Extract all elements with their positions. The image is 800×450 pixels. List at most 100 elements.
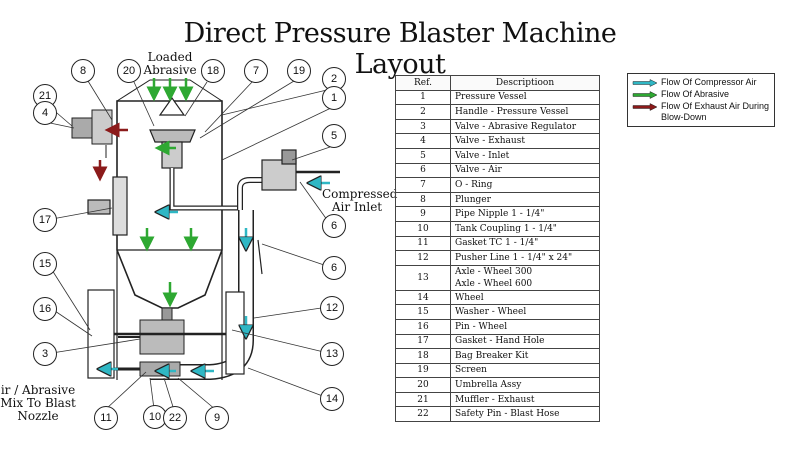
legend-label: Flow Of Abrasive [661, 89, 730, 99]
row-ref: 8 [395, 191, 451, 208]
row-ref: 10 [395, 220, 451, 237]
legend-arrow-icon [632, 91, 658, 99]
row-ref: 2 [395, 104, 451, 120]
row-ref: 7 [395, 177, 451, 193]
callout-4: 4 [33, 101, 57, 125]
callout-11: 11 [94, 406, 118, 430]
row-description: Pusher Line 1 - 1/4" x 24" [450, 250, 600, 266]
callout-19: 19 [287, 59, 311, 83]
row-description: O - Ring [450, 177, 600, 193]
row-ref: 21 [395, 391, 451, 408]
callout-14: 14 [320, 387, 344, 411]
row-description: Valve - Air [450, 162, 600, 179]
row-ref: 6 [395, 162, 451, 179]
callout-17: 17 [33, 208, 57, 232]
abrasive-flow-arrows [139, 78, 199, 308]
leader-lines [49, 80, 332, 411]
row-description: Muffler - Exhaust [450, 391, 600, 408]
legend-arrow-icon [632, 103, 658, 111]
callout-22: 22 [163, 406, 187, 430]
callout-16: 16 [33, 297, 57, 321]
row-description: Valve - Abrasive Regulator [450, 118, 600, 135]
mix-to-nozzle-label: ir / Abrasive Mix To Blast Nozzle [0, 383, 76, 423]
row-ref: 17 [395, 333, 451, 350]
row-ref: 22 [395, 406, 451, 423]
callout-5: 5 [322, 124, 346, 148]
legend-label: Flow Of Compressor Air [661, 77, 757, 87]
row-description: Handle - Pressure Vessel [450, 104, 600, 120]
row-description: Tank Coupling 1 - 1/4" [450, 220, 600, 237]
row-description: Plunger [450, 191, 600, 208]
row-ref: 19 [395, 362, 451, 379]
row-description: Pin - Wheel [450, 318, 600, 335]
callout-8: 8 [71, 59, 95, 83]
row-description: Wheel [450, 289, 600, 306]
row-description: Washer - Wheel [450, 304, 600, 320]
row-description: Axle - Wheel 300 Axle - Wheel 600 [450, 264, 600, 291]
callout-15: 15 [33, 252, 57, 276]
row-description: Pipe Nipple 1 - 1/4" [450, 206, 600, 222]
row-ref: 9 [395, 206, 451, 222]
legend-item: Flow Of Abrasive [632, 89, 770, 100]
callout-1: 1 [322, 86, 346, 110]
row-ref: 5 [395, 147, 451, 164]
callout-6-air: 6 [322, 256, 346, 280]
callout-20: 20 [117, 59, 141, 83]
legend-item: Flow Of Compressor Air [632, 77, 770, 88]
row-description: Safety Pin - Blast Hose [450, 406, 600, 423]
air-flow-arrows [104, 183, 330, 371]
exhaust-valve [71, 109, 113, 158]
page-title: Direct Pressure Blaster Machine Layout [183, 18, 617, 80]
row-ref: 18 [395, 348, 451, 364]
row-ref: 13 [395, 264, 451, 291]
row-ref: 16 [395, 318, 451, 335]
row-description: Bag Breaker Kit [450, 348, 600, 364]
row-description: Umbrella Assy [450, 377, 600, 393]
row-ref: 12 [395, 250, 451, 266]
row-description: Pressure Vessel [450, 89, 600, 106]
legend-item: Flow Of Exhaust Air During Blow-Down [632, 101, 770, 123]
row-ref: 14 [395, 289, 451, 306]
row-ref: 3 [395, 118, 451, 135]
row-ref: 15 [395, 304, 451, 320]
legend-label: Flow Of Exhaust Air During Blow-Down [661, 101, 770, 122]
hand-hole [87, 176, 128, 236]
row-description: Gasket - Hand Hole [450, 333, 600, 350]
row-description: Valve - Inlet [450, 147, 600, 164]
row-description: Screen [450, 362, 600, 379]
legs-and-wheels [87, 250, 245, 380]
callout-12: 12 [320, 296, 344, 320]
legend-arrow-icon [632, 79, 658, 87]
callout-3: 3 [33, 342, 57, 366]
parts-table-header: Ref. Descriptioon [395, 75, 600, 91]
header-ref: Ref. [395, 75, 451, 91]
row-ref: 11 [395, 235, 451, 252]
callout-7: 7 [244, 59, 268, 83]
callout-9: 9 [205, 406, 229, 430]
row-ref: 4 [395, 133, 451, 149]
callout-18: 18 [201, 59, 225, 83]
exhaust-flow-arrows [92, 122, 128, 182]
